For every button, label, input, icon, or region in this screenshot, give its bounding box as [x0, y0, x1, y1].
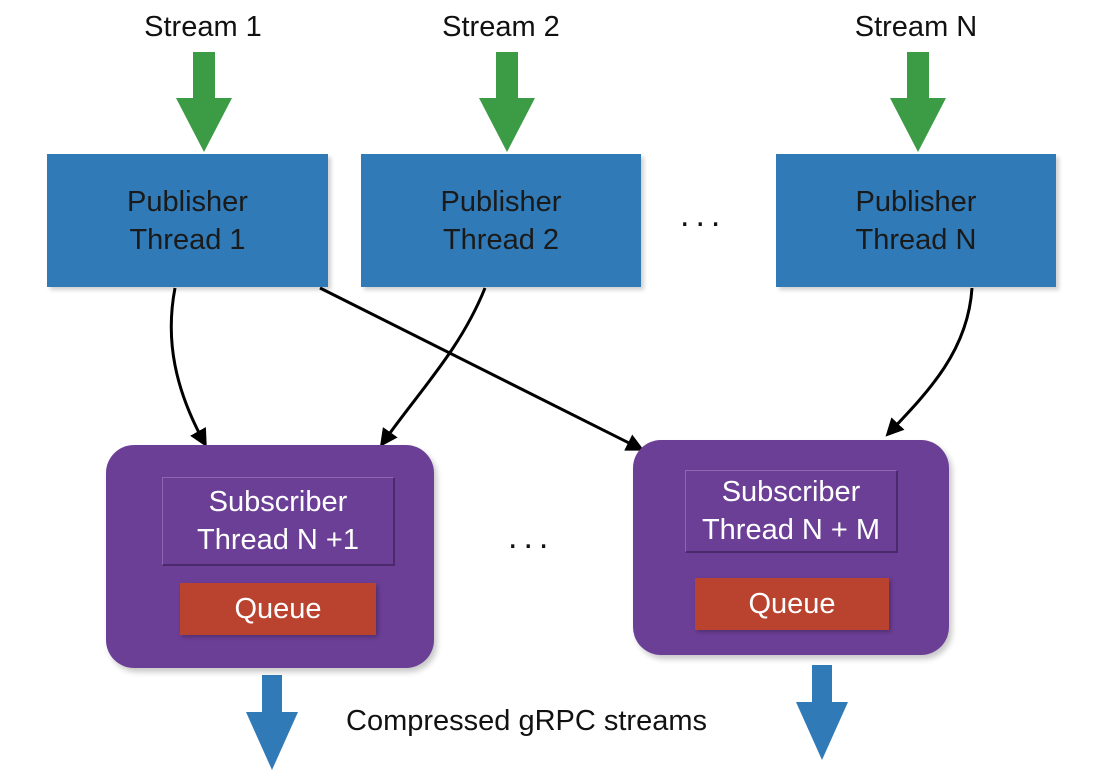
connector-pub2-sub1: [379, 287, 487, 447]
publisher-thread-1: Publisher Thread 1: [47, 154, 328, 287]
output-arrow-1: [246, 675, 298, 770]
publisher-label: Publisher: [440, 185, 562, 218]
subscriber-thread-name: Thread N + M: [701, 514, 881, 546]
publisher-thread-name: Thread 2: [442, 223, 560, 256]
queue-label: Queue: [748, 587, 836, 620]
output-arrow-2: [796, 665, 848, 760]
subscriber-thread-panel: Subscriber Thread N +1: [162, 477, 395, 566]
subscriber-thread-panel: Subscriber Thread N + M: [685, 470, 898, 553]
publisher-thread-n: Publisher Thread N: [776, 154, 1056, 287]
connector-pubn-subm: [885, 287, 974, 437]
subscriber-label: Subscriber: [721, 476, 861, 508]
subscriber-thread-n-plus-m: Subscriber Thread N + M Queue: [633, 440, 949, 655]
publisher-thread-2: Publisher Thread 2: [361, 154, 641, 287]
stream-2-label: Stream 2: [442, 11, 560, 43]
connector-pub1-sub1: [169, 287, 207, 448]
publisher-ellipsis: ...: [680, 196, 727, 234]
publisher-thread-name: Thread 1: [129, 223, 246, 256]
output-caption: Compressed gRPC streams: [346, 705, 707, 737]
stream-1-label: Stream 1: [144, 11, 262, 43]
publisher-label: Publisher: [127, 185, 248, 218]
connector-pub1-subm: [319, 286, 645, 451]
subscriber-label: Subscriber: [208, 486, 348, 518]
publisher-thread-name: Thread N: [855, 223, 977, 256]
publisher-label: Publisher: [855, 185, 977, 218]
stream-n-label: Stream N: [854, 11, 978, 43]
stream-1-arrow: [176, 52, 232, 152]
stream-n-arrow: [890, 52, 946, 152]
queue-box: Queue: [180, 583, 376, 635]
subscriber-thread-name: Thread N +1: [196, 524, 359, 556]
queue-label: Queue: [234, 592, 322, 625]
queue-box: Queue: [695, 578, 889, 630]
subscriber-ellipsis: ...: [508, 518, 555, 556]
stream-2-arrow: [479, 52, 535, 152]
subscriber-thread-n-plus-1: Subscriber Thread N +1 Queue: [106, 445, 434, 668]
